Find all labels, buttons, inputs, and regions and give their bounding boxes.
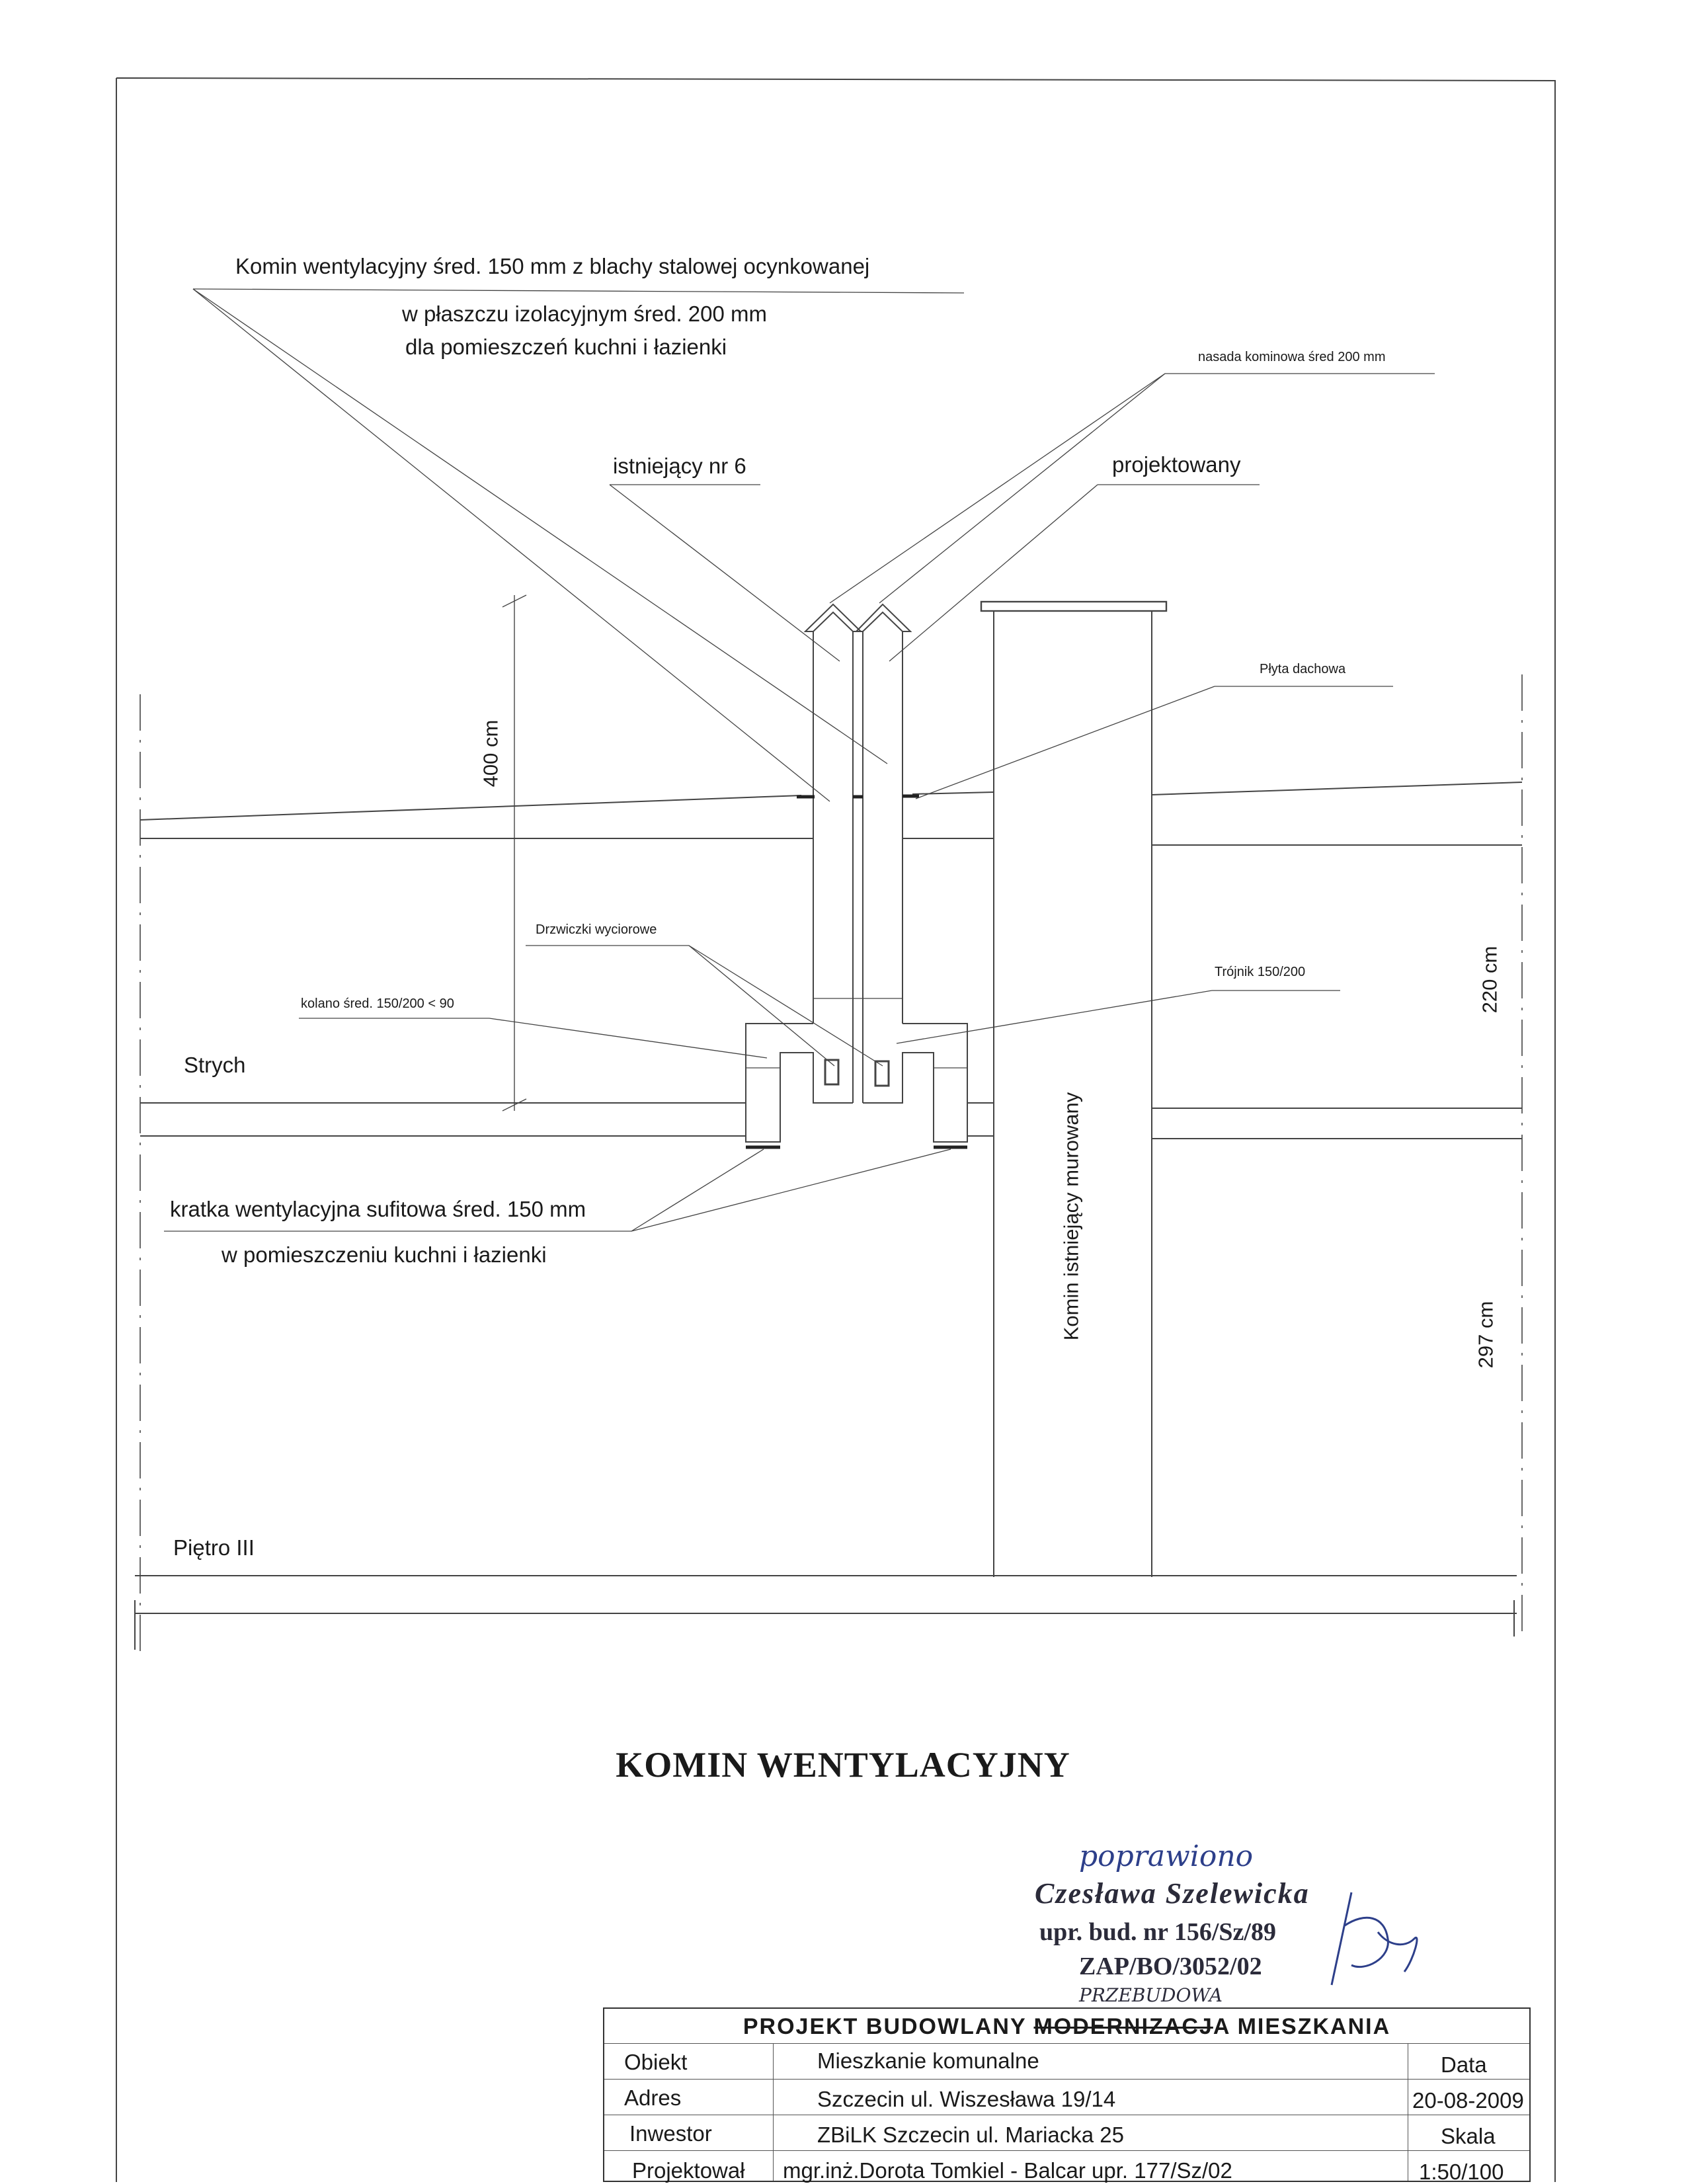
row-label-investor: Inwestor xyxy=(629,2121,712,2146)
tee-housing xyxy=(745,1023,968,1143)
stamp-license: upr. bud. nr 156/Sz/89 xyxy=(1039,1918,1276,1946)
label-cap: nasada kominowa śred 200 mm xyxy=(1198,350,1386,364)
header-suffix: A MIESZKANIA xyxy=(1213,2014,1391,2039)
leader-cleanout-to-left xyxy=(688,945,835,1067)
label-grille-line2: w pomieszczeniu kuchni i łazienki xyxy=(221,1242,547,1267)
leader-cleanout-to-right xyxy=(688,945,883,1067)
leader-cap-to-left xyxy=(829,373,1166,604)
cleanout-door-left xyxy=(824,1059,840,1086)
drawing-title: KOMIN WENTYLACYJNY xyxy=(616,1745,1070,1785)
row-label-object: Obiekt xyxy=(624,2050,688,2074)
row-value-investor: ZBiLK Szczecin ul. Mariacka 25 xyxy=(817,2123,1125,2147)
label-tee: Trójnik 150/200 xyxy=(1215,965,1306,979)
label-chimney-line2: w płaszczu izolacyjnym śred. 200 mm xyxy=(402,302,768,326)
leader-existing-to-duct xyxy=(609,484,840,662)
roof-line-top-left xyxy=(140,795,802,821)
label-elbow: kolano śred. 150/200 < 90 xyxy=(301,996,454,1011)
title-block-col-divider xyxy=(773,2043,774,2181)
title-block: PROJEKT BUDOWLANY MODERNIZACJA MIESZKANI… xyxy=(603,2007,1531,2184)
label-floor: Piętro III xyxy=(173,1535,255,1560)
label-cleanout: Drzwiczki wyciorowe xyxy=(536,922,657,937)
leader-designed-to-duct xyxy=(889,484,1098,662)
cap-left xyxy=(803,603,863,632)
leader-chimney-to-left xyxy=(192,288,830,802)
leader-cap-to-right xyxy=(879,373,1166,604)
leader-chimney-to-right xyxy=(192,288,888,764)
row-side-scale-value: 1:50/100 xyxy=(1419,2160,1504,2184)
cleanout-door-right xyxy=(874,1060,890,1087)
dimension-400: 400 cm xyxy=(479,719,502,788)
row-value-address: Szczecin ul. Wiszesława 19/14 xyxy=(817,2087,1116,2111)
label-grille-line1: kratka wentylacyjna sufitowa śred. 150 m… xyxy=(170,1197,586,1221)
roof-line-top-right xyxy=(912,791,994,795)
label-attic: Strych xyxy=(184,1053,246,1077)
dimension-400-tick-top xyxy=(502,594,527,608)
label-roof-slab: Płyta dachowa xyxy=(1260,662,1346,676)
roof-line-top-far xyxy=(1151,782,1523,795)
leader-elbow-to-fitting xyxy=(489,1018,768,1059)
leader-grille-to-left xyxy=(631,1149,764,1232)
leader-tee-to-fitting xyxy=(896,990,1213,1044)
masonry-chimney-cap xyxy=(980,600,1168,612)
label-designed: projektowany xyxy=(1112,452,1241,477)
dimension-220: 220 cm xyxy=(1478,946,1502,1014)
stamp-membership: ZAP/BO/3052/02 xyxy=(1079,1953,1262,1980)
label-chimney-line1: Komin wentylacyjny śred. 150 mm z blachy… xyxy=(235,254,870,278)
title-block-divider xyxy=(604,2043,1529,2044)
stamp-name: Czesława Szelewicka xyxy=(1035,1877,1310,1910)
row-label-designer: Projektował xyxy=(632,2158,745,2183)
title-block-header: PROJEKT BUDOWLANY MODERNIZACJA MIESZKANI… xyxy=(604,2014,1529,2040)
leader-roof-slab-to-flashing xyxy=(915,686,1215,799)
row-label-address: Adres xyxy=(624,2085,682,2110)
leader-grille-to-right xyxy=(631,1149,951,1232)
header-struck: MODERNIZACJ xyxy=(1033,2014,1213,2039)
leader-title-underline xyxy=(192,288,965,294)
title-block-divider xyxy=(604,2079,1529,2080)
label-masonry-chimney: Komin istniejący murowany xyxy=(1059,1092,1083,1341)
handwritten-correction: PRZEBUDOWA xyxy=(1079,1984,1223,2006)
dimension-400-tick-bottom xyxy=(502,1098,527,1112)
row-side-date-value: 20-08-2009 xyxy=(1412,2088,1524,2113)
row-value-object: Mieszkanie komunalne xyxy=(817,2048,1039,2073)
sheet-border xyxy=(116,77,1556,2182)
header-prefix: PROJEKT BUDOWLANY xyxy=(743,2014,1027,2039)
row-value-designer: mgr.inż.Dorota Tomkiel - Balcar upr. 177… xyxy=(783,2158,1232,2183)
label-existing: istniejący nr 6 xyxy=(613,454,746,478)
handwritten-note: poprawiono xyxy=(1079,1840,1254,1873)
label-chimney-line3: dla pomieszczeń kuchni i łazienki xyxy=(405,335,727,359)
row-side-date-label: Data xyxy=(1441,2052,1487,2077)
cap-right xyxy=(854,603,912,632)
row-side-scale-label: Skala xyxy=(1441,2124,1496,2148)
title-block-divider xyxy=(604,2150,1529,2151)
signature-icon xyxy=(1330,1892,1418,1986)
dimension-297: 297 cm xyxy=(1474,1301,1498,1369)
